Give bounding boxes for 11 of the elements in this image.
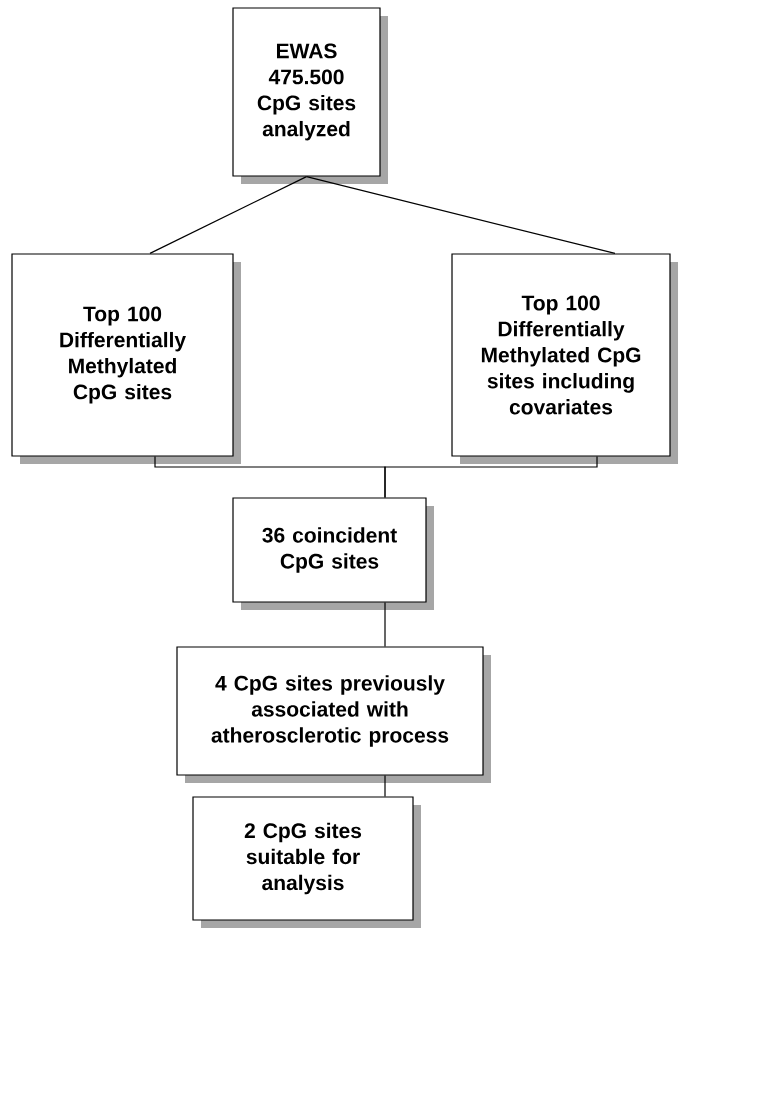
connector-line xyxy=(384,775,386,797)
process-box: EWAS 475.500 CpG sites analyzed xyxy=(232,7,388,184)
connector-line xyxy=(384,602,386,647)
process-box: 36 coincident CpG sites xyxy=(232,497,434,610)
connector-line xyxy=(149,176,308,254)
process-box: 2 CpG sites suitable for analysis xyxy=(192,796,421,928)
process-box: Top 100 Differentially Methylated CpG sites including covariates xyxy=(451,253,678,464)
process-box: Top 100 Differentially Methylated CpG sites xyxy=(11,253,241,464)
process-box: 4 CpG sites previously associated with atherosclerotic process xyxy=(176,646,491,783)
connector-line xyxy=(305,176,616,254)
connector-line xyxy=(384,456,598,498)
